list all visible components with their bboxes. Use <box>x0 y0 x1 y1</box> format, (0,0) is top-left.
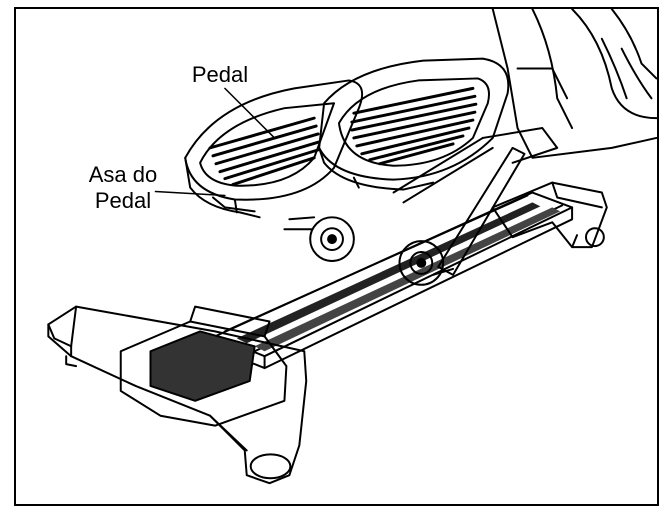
leader-lines <box>154 87 276 197</box>
pedal-label: Pedal <box>191 62 249 87</box>
elliptical-pedal-illustration <box>47 9 657 485</box>
left-pedal <box>184 79 364 219</box>
rollers <box>283 216 455 286</box>
pedal-arm <box>392 127 559 276</box>
pedal-handle-label-line1: Asa do <box>88 162 158 187</box>
right-pedal <box>318 57 510 191</box>
upright-frame <box>491 9 657 159</box>
front-foot-plate <box>119 305 288 427</box>
pedal-handle-label-line2: Pedal <box>94 188 152 213</box>
illustration-frame: Pedal Asa do Pedal <box>14 7 659 506</box>
pedal-handle-label: Asa do Pedal <box>68 162 178 214</box>
rear-stabilizer <box>491 181 608 249</box>
front-stabilizer <box>47 305 308 485</box>
